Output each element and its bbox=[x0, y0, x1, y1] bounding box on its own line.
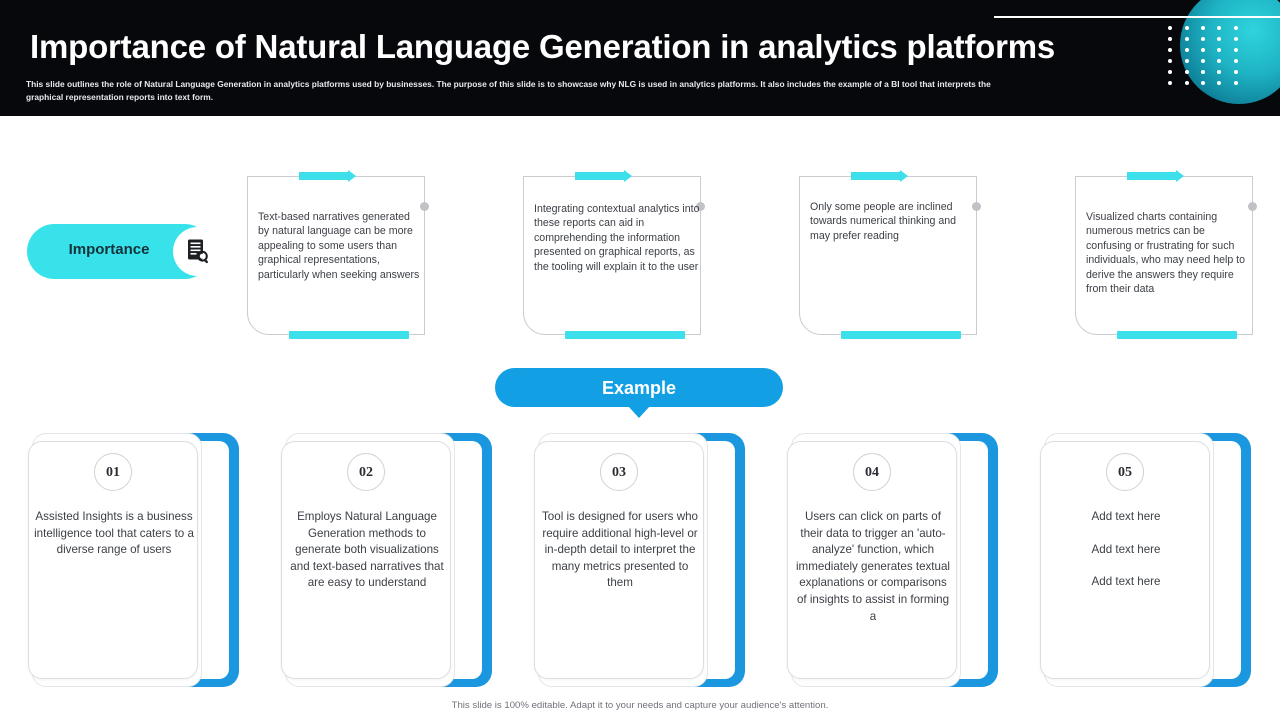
example-card-4: 04 Users can click on parts of their dat… bbox=[787, 433, 998, 687]
placeholder-line: Add text here bbox=[1091, 510, 1161, 523]
document-search-icon bbox=[188, 239, 209, 264]
card-connector-dot bbox=[696, 202, 705, 211]
importance-card-2: Integrating contextual analytics into th… bbox=[523, 170, 705, 339]
slide-header: Importance of Natural Language Generatio… bbox=[0, 0, 1280, 116]
page-title: Importance of Natural Language Generatio… bbox=[30, 28, 1056, 65]
importance-card-3: Only some people are inclined towards nu… bbox=[799, 170, 981, 339]
example-card-1: 01 Assisted Insights is a business intel… bbox=[28, 433, 239, 687]
page-subtitle: This slide outlines the role of Natural … bbox=[26, 79, 991, 102]
header-rule-decoration bbox=[994, 16, 1280, 18]
card-top-accent-bar bbox=[1127, 170, 1184, 182]
placeholder-line: Add text here bbox=[1091, 542, 1161, 556]
example-card-3-text: Tool is designed for users who require a… bbox=[542, 510, 698, 590]
card-bottom-accent-bar bbox=[289, 331, 409, 339]
card-connector-dot bbox=[420, 202, 429, 211]
importance-card-1: Text-based narratives generated by natur… bbox=[247, 170, 429, 339]
importance-badge[interactable]: Importance bbox=[27, 224, 227, 279]
placeholder-line: Add text here bbox=[1091, 575, 1161, 589]
example-card-2-text: Employs Natural Language Generation meth… bbox=[290, 510, 444, 590]
example-card-3: 03 Tool is designed for users who requir… bbox=[534, 433, 745, 687]
example-card-5: 05 Add text here Add text here Add text … bbox=[1040, 433, 1251, 687]
example-card-2-number: 02 bbox=[347, 453, 385, 491]
example-card-2: 02 Employs Natural Language Generation m… bbox=[281, 433, 492, 687]
importance-card-4: Visualized charts containing numerous me… bbox=[1075, 170, 1257, 339]
card-top-accent-bar bbox=[575, 170, 632, 182]
importance-card-4-text: Visualized charts containing numerous me… bbox=[1086, 211, 1246, 296]
example-card-5-placeholder-lines: Add text here Add text here Add text her… bbox=[1046, 509, 1206, 607]
dot-grid-decoration bbox=[1162, 22, 1244, 88]
card-top-accent-bar bbox=[851, 170, 908, 182]
card-bottom-accent-bar bbox=[565, 331, 685, 339]
card-bottom-accent-bar bbox=[1117, 331, 1237, 339]
example-card-5-number: 05 bbox=[1106, 453, 1144, 491]
example-banner-pointer-icon bbox=[628, 406, 650, 418]
importance-card-3-text: Only some people are inclined towards nu… bbox=[810, 201, 957, 242]
card-connector-dot bbox=[972, 202, 981, 211]
example-card-4-text: Users can click on parts of their data t… bbox=[795, 510, 951, 623]
example-card-1-text: Assisted Insights is a business intellig… bbox=[34, 510, 194, 557]
importance-card-2-text: Integrating contextual analytics into th… bbox=[534, 203, 700, 273]
example-card-4-number: 04 bbox=[853, 453, 891, 491]
example-banner-label: Example bbox=[601, 378, 677, 398]
importance-card-1-text: Text-based narratives generated by natur… bbox=[258, 211, 420, 281]
card-bottom-accent-bar bbox=[841, 331, 961, 339]
example-card-3-number: 03 bbox=[600, 453, 638, 491]
example-card-1-number: 01 bbox=[94, 453, 132, 491]
card-top-accent-bar bbox=[299, 170, 356, 182]
example-banner[interactable]: Example bbox=[495, 368, 783, 407]
footer-note: This slide is 100% editable. Adapt it to… bbox=[451, 700, 829, 711]
importance-label: Importance bbox=[68, 241, 150, 258]
card-connector-dot bbox=[1248, 202, 1257, 211]
